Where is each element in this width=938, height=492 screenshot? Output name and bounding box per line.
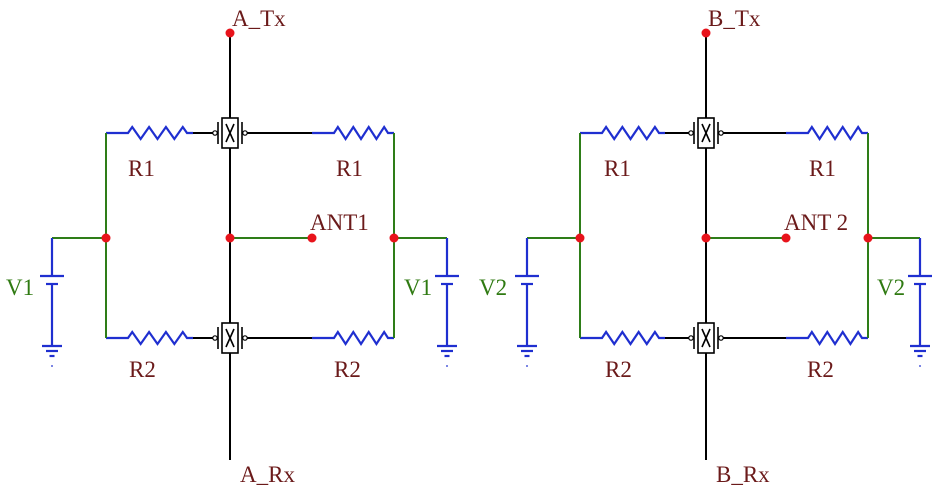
ground-icon <box>42 344 62 367</box>
ground-icon <box>517 344 537 367</box>
a-r-top-left-label: R1 <box>128 156 155 181</box>
b-resistor-icon-top-left <box>580 125 665 141</box>
b-resistor-icon-bottom-right <box>786 329 868 347</box>
ground-icon <box>437 344 457 367</box>
b-r-top-right-label: R1 <box>809 156 836 181</box>
a-r-top-right-label: R1 <box>336 156 363 181</box>
a-resistor-icon-top-right <box>312 124 394 142</box>
b-r-bottom-right-label: R2 <box>807 357 834 382</box>
a-antenna-label: ANT1 <box>310 210 369 235</box>
b-battery-icon-right <box>908 238 932 367</box>
b-center-node-dot-icon <box>701 233 711 243</box>
a-v-left-label: V1 <box>6 275 34 300</box>
a-battery-icon-left <box>40 238 64 367</box>
b-pin-diode-switch-icon-top <box>688 117 724 149</box>
b-v-right-label: V2 <box>877 275 905 300</box>
a-right-node-dot-icon <box>389 233 399 243</box>
b-antenna-node-dot-icon <box>781 233 791 243</box>
a-resistor-icon-bottom-left <box>106 330 193 346</box>
a-resistor-icon-top-left <box>106 125 193 141</box>
a-left-node-dot-icon <box>101 233 111 243</box>
a-battery-icon-right <box>435 238 459 367</box>
a-antenna-node-dot-icon <box>307 233 317 243</box>
b-pin-diode-switch-icon-bottom <box>688 322 724 354</box>
a-resistor-icon-bottom-right <box>312 329 394 347</box>
a-pin-diode-switch-icon-bottom <box>212 322 248 354</box>
b-r-top-left-label: R1 <box>604 156 631 181</box>
b-v-left-label: V2 <box>479 275 507 300</box>
a-tx-node-dot-icon <box>225 28 235 38</box>
b-battery-icon-left <box>515 238 539 367</box>
a-v-right-label: V1 <box>404 275 432 300</box>
b-tx-label: B_Tx <box>708 6 761 31</box>
b-antenna-label: ANT 2 <box>784 210 848 235</box>
b-left-node-dot-icon <box>575 233 585 243</box>
a-tx-label: A_Tx <box>232 6 286 31</box>
b-resistor-icon-top-right <box>786 124 868 142</box>
b-resistor-icon-bottom-left <box>580 330 665 346</box>
b-tx-node-dot-icon <box>701 28 711 38</box>
a-center-node-dot-icon <box>225 233 235 243</box>
ground-icon <box>910 344 930 367</box>
b-rx-label: B_Rx <box>716 462 770 487</box>
a-r-bottom-left-label: R2 <box>129 357 156 382</box>
a-r-bottom-right-label: R2 <box>334 357 361 382</box>
a-rx-label: A_Rx <box>240 462 295 487</box>
b-r-bottom-left-label: R2 <box>605 357 632 382</box>
b-right-node-dot-icon <box>863 233 873 243</box>
a-pin-diode-switch-icon-top <box>212 117 248 149</box>
